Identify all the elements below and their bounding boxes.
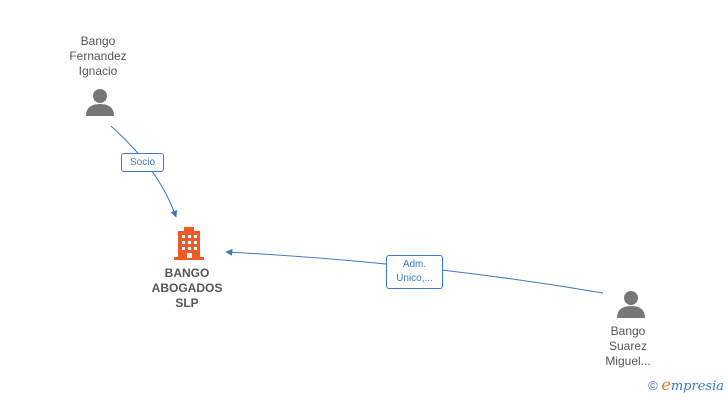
company-name-line: ABOGADOS xyxy=(151,281,223,295)
person-node-label[interactable]: Bango Suarez Miguel... xyxy=(582,324,674,369)
company-name-line: BANGO xyxy=(164,266,210,280)
person-icon[interactable] xyxy=(86,89,114,116)
empresia-watermark: © empresia xyxy=(648,375,724,394)
company-name-line: SLP xyxy=(175,296,199,310)
copyright-icon: © xyxy=(648,378,658,393)
person-node-label[interactable]: Bango Fernandez Ignacio xyxy=(50,34,146,79)
edge-label-text: Socio xyxy=(129,157,155,168)
name-line: Bango xyxy=(610,324,646,338)
company-node-label[interactable]: BANGO ABOGADOS SLP xyxy=(137,266,237,311)
edge-label-adm[interactable]: Adm. Unico,... xyxy=(386,255,443,289)
brand-initial: e xyxy=(661,375,671,394)
brand-name: mpresia xyxy=(670,379,724,394)
name-line: Fernandez xyxy=(69,49,127,63)
edge-label-text: Unico,... xyxy=(396,273,433,284)
person-icon[interactable] xyxy=(617,291,645,318)
edge-label-socio[interactable]: Socio xyxy=(121,153,164,172)
edge-label-text: Adm. xyxy=(402,259,427,270)
name-line: Ignacio xyxy=(78,64,118,78)
name-line: Miguel... xyxy=(605,354,651,368)
name-line: Bango xyxy=(80,34,116,48)
building-icon[interactable] xyxy=(174,227,204,260)
name-line: Suarez xyxy=(608,339,648,353)
